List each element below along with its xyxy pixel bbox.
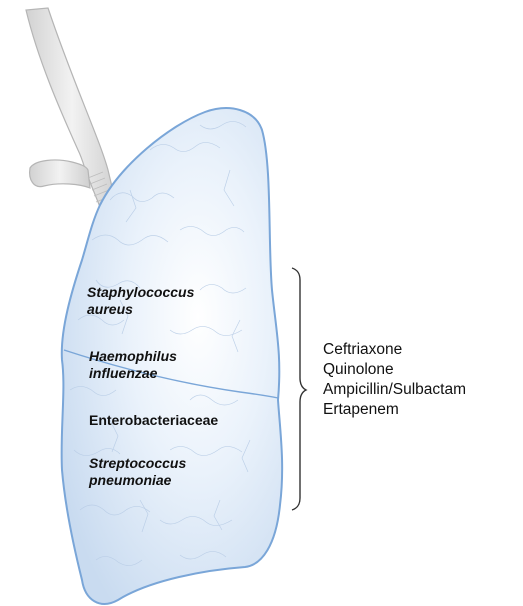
organism-label-enterobacteriaceae: Enterobacteriaceae — [89, 412, 218, 429]
organism-line: Staphylococcus — [87, 284, 194, 301]
organism-line: Streptococcus — [89, 455, 186, 472]
organism-label-streptococcus: Streptococcus pneumoniae — [89, 455, 186, 489]
antibiotic-item: Quinolone — [323, 360, 466, 380]
organism-line: Haemophilus — [89, 348, 177, 365]
antibiotic-item: Ceftriaxone — [323, 340, 466, 360]
organism-label-haemophilus: Haemophilus influenzae — [89, 348, 177, 382]
antibiotic-list: Ceftriaxone Quinolone Ampicillin/Sulbact… — [323, 340, 466, 420]
trachea — [26, 8, 118, 222]
bronchus-branch — [30, 160, 90, 188]
organism-line: pneumoniae — [89, 472, 186, 489]
bracket — [292, 268, 306, 510]
organism-label-staphylococcus: Staphylococcus aureus — [87, 284, 194, 318]
organism-line: influenzae — [89, 365, 177, 382]
antibiotic-item: Ampicillin/Sulbactam — [323, 380, 466, 400]
organism-line: aureus — [87, 301, 194, 318]
antibiotic-item: Ertapenem — [323, 400, 466, 420]
trachea-tube — [26, 8, 118, 222]
organism-line: Enterobacteriaceae — [89, 412, 218, 429]
